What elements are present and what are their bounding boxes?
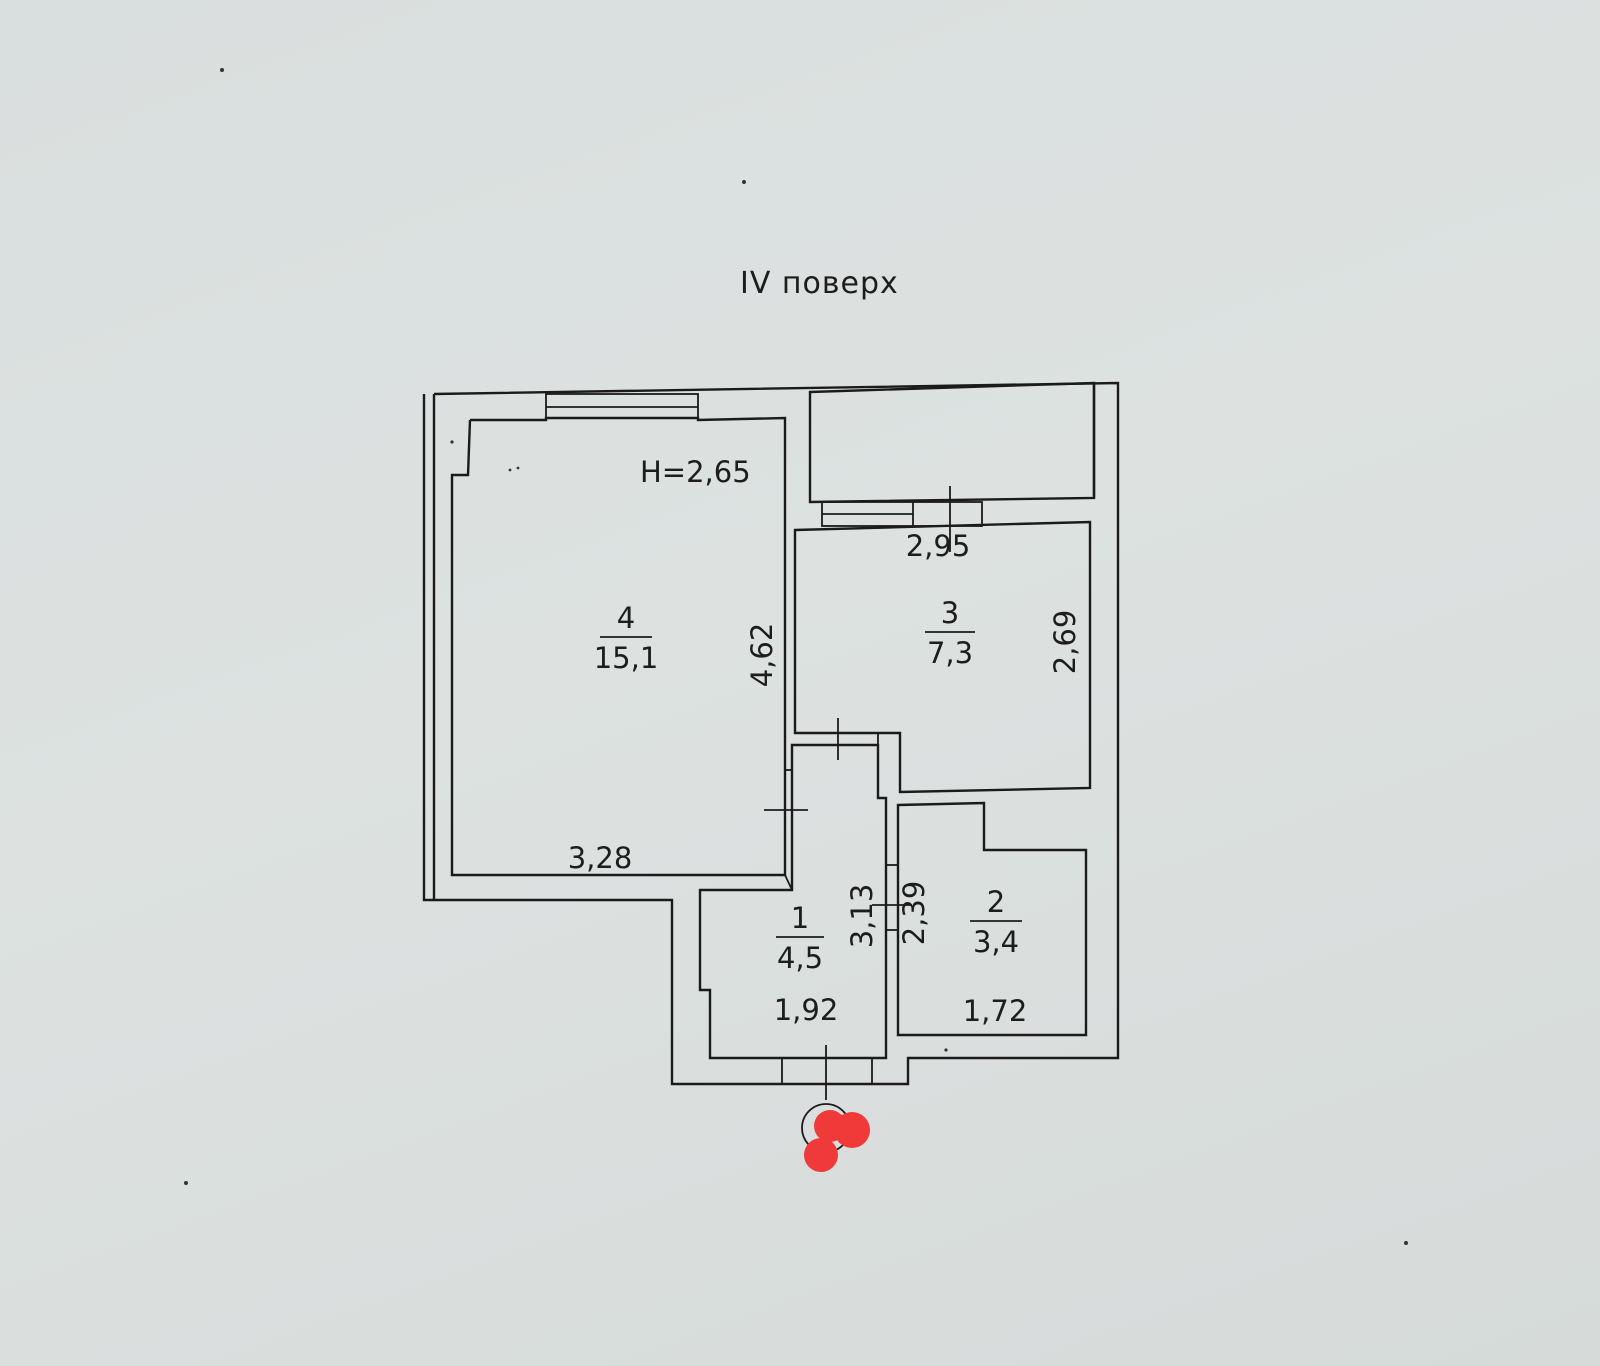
room-2-area: 3,4	[973, 925, 1019, 959]
door-room-2	[872, 864, 912, 931]
dimension-room-4-width: 3,28	[568, 841, 633, 875]
dimension-room-2-width: 1,72	[963, 994, 1028, 1028]
dimension-room-3-height: 2,69	[1048, 610, 1082, 675]
entrance-door	[781, 1045, 873, 1100]
room-2-label: 2 3,4	[970, 885, 1022, 959]
floor-title: IV поверх	[740, 266, 899, 301]
room-1-number: 1	[791, 901, 809, 935]
balcony-outline	[808, 381, 1096, 504]
room-3-area: 7,3	[927, 636, 973, 670]
dimension-room-4-height: 4,62	[745, 623, 779, 688]
room-3-label: 3 7,3	[925, 596, 975, 670]
dimension-room-1-height: 3,13	[845, 884, 879, 949]
compass-marker	[801, 1103, 870, 1172]
room-3-number: 3	[941, 596, 959, 630]
room-2-number: 2	[987, 885, 1005, 919]
room-4-area: 15,1	[594, 641, 659, 675]
room-1-label: 1 4,5	[776, 901, 824, 975]
dimension-room-2-height: 2,39	[897, 881, 931, 946]
room-4-number: 4	[617, 601, 635, 635]
door-room-4	[764, 769, 808, 891]
room-1-outline	[698, 718, 888, 1060]
dimension-room-3-width: 2,95	[906, 529, 971, 563]
room-2-outline	[896, 801, 1088, 1037]
room-4-label: 4 15,1	[594, 601, 659, 675]
ceiling-height: H=2,65	[640, 455, 751, 489]
outer-walls	[422, 381, 1120, 1086]
window-room-4	[545, 393, 699, 419]
room-1-area: 4,5	[777, 941, 823, 975]
dimension-room-1-width: 1,92	[774, 993, 839, 1027]
